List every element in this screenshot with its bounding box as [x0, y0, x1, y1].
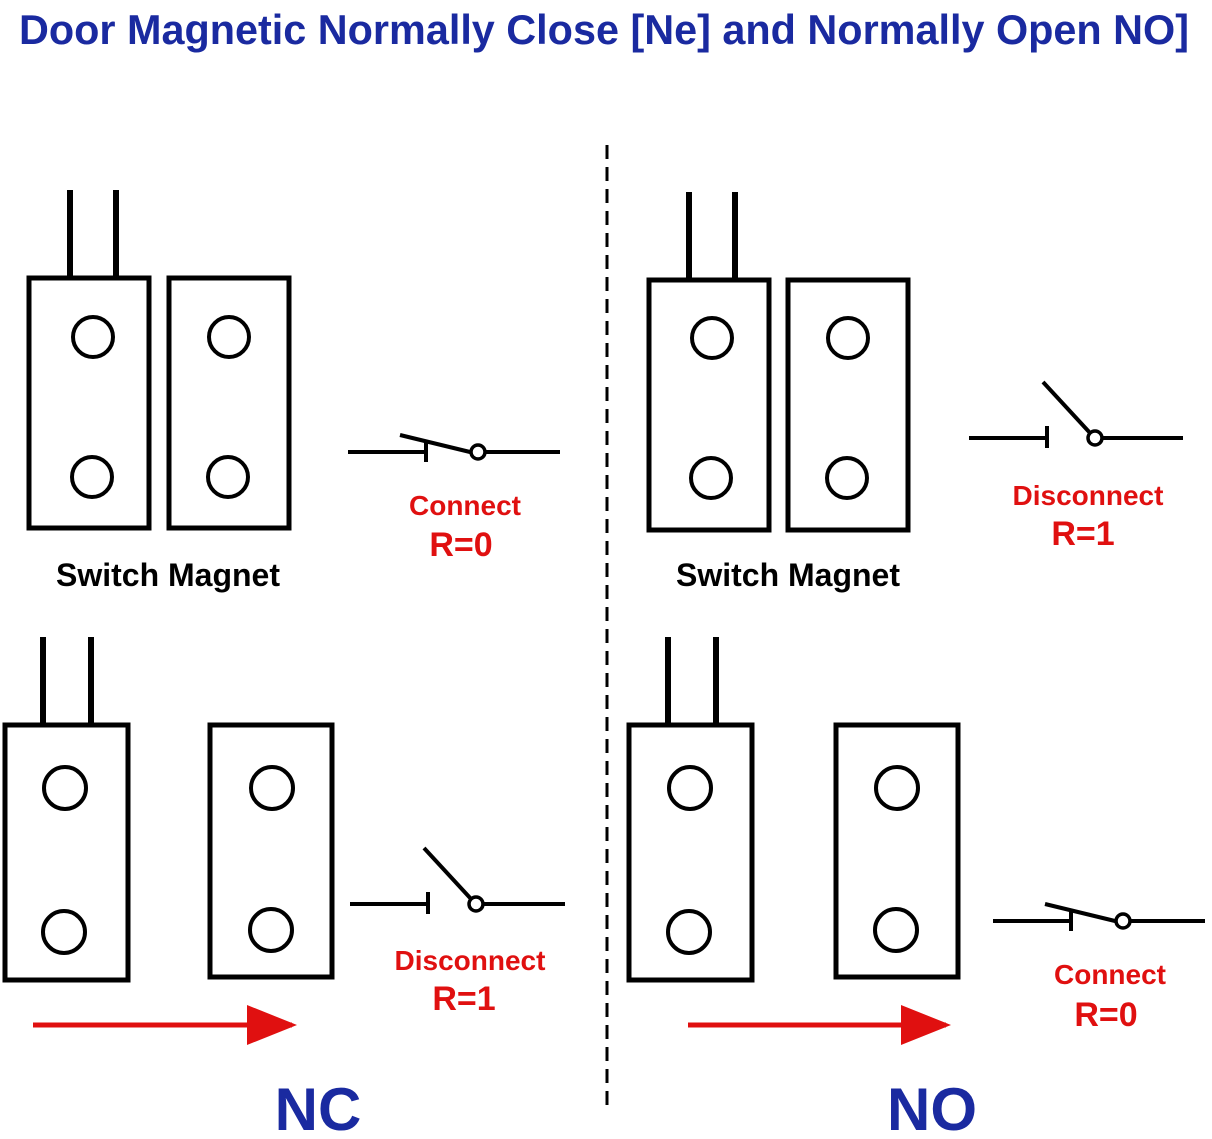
- resistance-label: R=1: [1051, 515, 1114, 553]
- mounting-hole: [667, 765, 713, 811]
- switch-magnet-label: Switch Magnet: [56, 557, 280, 593]
- panel-footer-label: NO: [887, 1076, 977, 1139]
- no-closed-assembly: [646, 192, 911, 533]
- nc-open-assembly: [2, 637, 335, 983]
- mounting-hole: [826, 316, 870, 360]
- magnet-body: [207, 722, 335, 980]
- mounting-hole: [70, 455, 114, 499]
- mounting-hole: [666, 909, 712, 955]
- mounting-hole: [690, 316, 734, 360]
- switch-state-label: Disconnect: [1013, 480, 1164, 511]
- nc-panel: Switch Magnet Connect R=0: [2, 190, 565, 1139]
- mounting-hole: [248, 907, 294, 953]
- nc-closed-assembly: [26, 190, 292, 531]
- resistance-label: R=1: [432, 980, 495, 1018]
- mounting-hole: [249, 765, 295, 811]
- switch-state-label: Disconnect: [395, 945, 546, 976]
- reed-switch-body: [26, 275, 152, 531]
- mounting-hole: [206, 455, 250, 499]
- reed-switch-body: [646, 277, 772, 533]
- diagram-title: Door Magnetic Normally Close [Ne] and No…: [19, 6, 1189, 53]
- reed-switch-body: [2, 722, 131, 983]
- mounting-hole: [42, 765, 88, 811]
- mounting-hole: [874, 765, 920, 811]
- open-switch-symbol: [350, 846, 565, 914]
- switch-magnet-label: Switch Magnet: [676, 557, 900, 593]
- mounting-hole: [207, 315, 251, 359]
- no-open-assembly: [626, 637, 961, 983]
- mounting-hole: [689, 456, 733, 500]
- switch-state-label: Connect: [409, 490, 521, 521]
- closed-switch-symbol: [348, 433, 560, 462]
- panel-footer-label: NC: [275, 1076, 362, 1139]
- no-panel: Switch Magnet Disconnect R=1: [626, 192, 1205, 1139]
- mounting-hole: [825, 456, 869, 500]
- mounting-hole: [71, 315, 115, 359]
- reed-switch-body: [626, 722, 755, 983]
- resistance-label: R=0: [429, 526, 492, 564]
- mounting-hole: [41, 909, 87, 955]
- mounting-hole: [873, 907, 919, 953]
- switch-state-label: Connect: [1054, 959, 1166, 990]
- magnet-body: [785, 277, 911, 533]
- magnet-body: [833, 722, 961, 980]
- closed-switch-symbol: [993, 902, 1205, 931]
- open-switch-symbol: [969, 380, 1183, 448]
- magnet-body: [166, 275, 292, 531]
- resistance-label: R=0: [1074, 996, 1137, 1034]
